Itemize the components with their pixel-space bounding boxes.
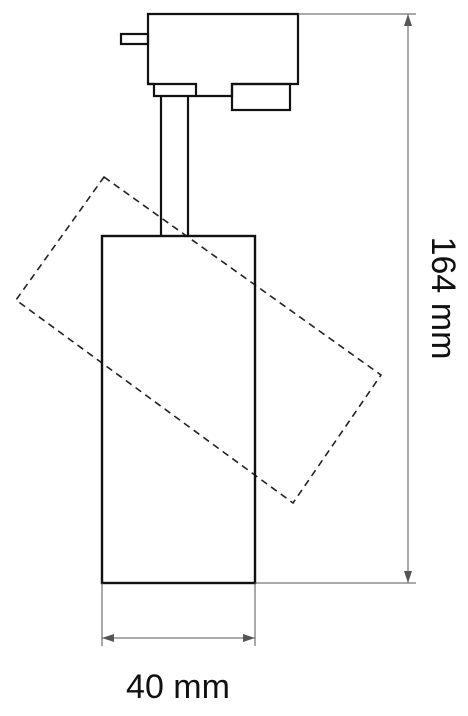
height-arrow-top [404, 14, 412, 26]
stem [159, 96, 190, 236]
width-arrow-left [102, 634, 114, 642]
width-label: 40 mm [126, 668, 230, 706]
adapter-pin [119, 32, 150, 46]
width-dimension [101, 583, 256, 646]
lamp-body [100, 234, 257, 585]
track-adapter [119, 12, 300, 112]
adapter-step [148, 82, 196, 98]
tilted-body-outline [14, 175, 383, 505]
height-dimension [255, 13, 416, 584]
adapter-lower-block [230, 82, 292, 112]
height-arrow-bottom [404, 571, 412, 583]
width-arrow-right [243, 634, 255, 642]
height-label: 164 mm [424, 237, 462, 360]
